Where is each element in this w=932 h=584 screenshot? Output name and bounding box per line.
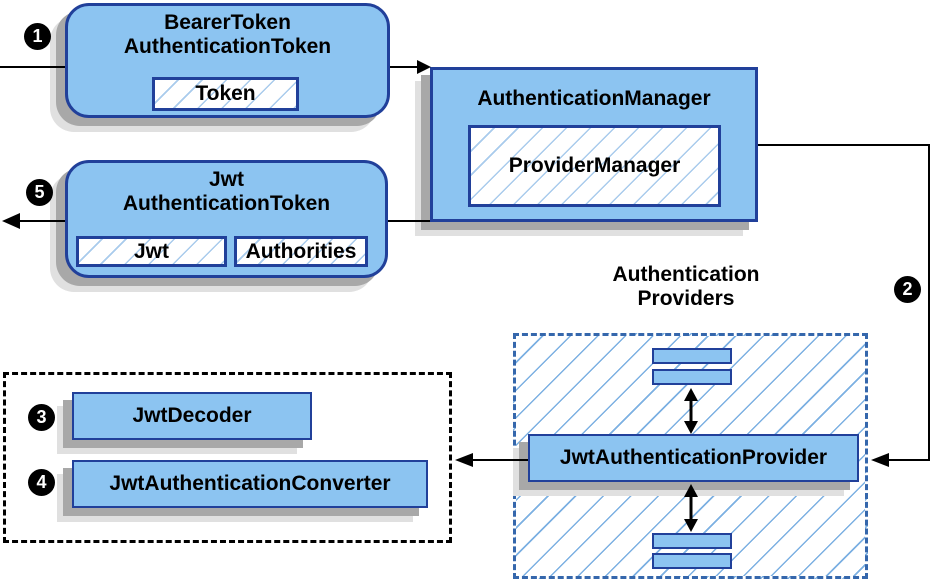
jwt-token-title-line1: Jwt [208, 168, 244, 191]
providers-heading-line1: Authentication [612, 263, 760, 286]
jwt-field-label: Jwt [133, 239, 169, 263]
bearer-token-title-line2: AuthenticationToken [123, 35, 332, 58]
provider-stub-bar-bottom-1 [652, 533, 732, 549]
step-4-badge: 4 [28, 469, 55, 496]
provider-manager-box: ProviderManager [468, 125, 721, 207]
token-field: Token [152, 77, 299, 111]
provider-stub-bar-top-2 [652, 369, 732, 385]
authentication-manager-title: AuthenticationManager [433, 70, 755, 111]
authentication-manager-node: AuthenticationManager ProviderManager [430, 67, 758, 222]
step-3-badge: 3 [28, 404, 55, 431]
bearer-token-authentication-token-node: BearerToken AuthenticationToken Token [65, 3, 390, 118]
bearer-token-node-title: BearerToken AuthenticationToken [68, 6, 387, 59]
jwt-field: Jwt [76, 236, 227, 267]
step-5-badge: 5 [26, 179, 53, 206]
jwt-decoder-box: JwtDecoder [72, 392, 312, 440]
jwt-token-title-line2: AuthenticationToken [122, 192, 331, 215]
step-1-badge: 1 [24, 23, 51, 50]
bearer-token-title-line1: BearerToken [164, 11, 291, 34]
providers-heading-line2: Providers [637, 287, 735, 310]
authentication-manager-title-text: AuthenticationManager [477, 87, 711, 110]
arrowhead-into-decoder-group [455, 453, 473, 467]
jwt-authentication-converter-label: JwtAuthenticationConverter [109, 472, 391, 495]
jwt-decoder-label: JwtDecoder [132, 404, 252, 427]
jwt-authentication-provider-box: JwtAuthenticationProvider [528, 434, 859, 482]
authorities-field: Authorities [234, 236, 368, 267]
provider-manager-label: ProviderManager [508, 154, 681, 177]
arrowhead-exit-left [2, 213, 20, 229]
jwt-authentication-provider-label: JwtAuthenticationProvider [559, 446, 828, 469]
provider-stub-bar-top-1 [652, 348, 732, 364]
arrowhead-into-manager [417, 60, 431, 74]
provider-stub-bar-bottom-2 [652, 553, 732, 569]
arrowhead-into-providers [871, 453, 889, 467]
authentication-providers-heading: Authentication Providers [586, 263, 786, 311]
jwt-authentication-converter-box: JwtAuthenticationConverter [72, 460, 428, 508]
step-2-badge: 2 [894, 276, 921, 303]
jwt-token-node-title: Jwt AuthenticationToken [68, 163, 385, 216]
authorities-field-label: Authorities [245, 239, 357, 263]
jwt-authentication-token-node: Jwt AuthenticationToken Jwt Authorities [65, 160, 388, 278]
token-field-label: Token [195, 82, 256, 105]
